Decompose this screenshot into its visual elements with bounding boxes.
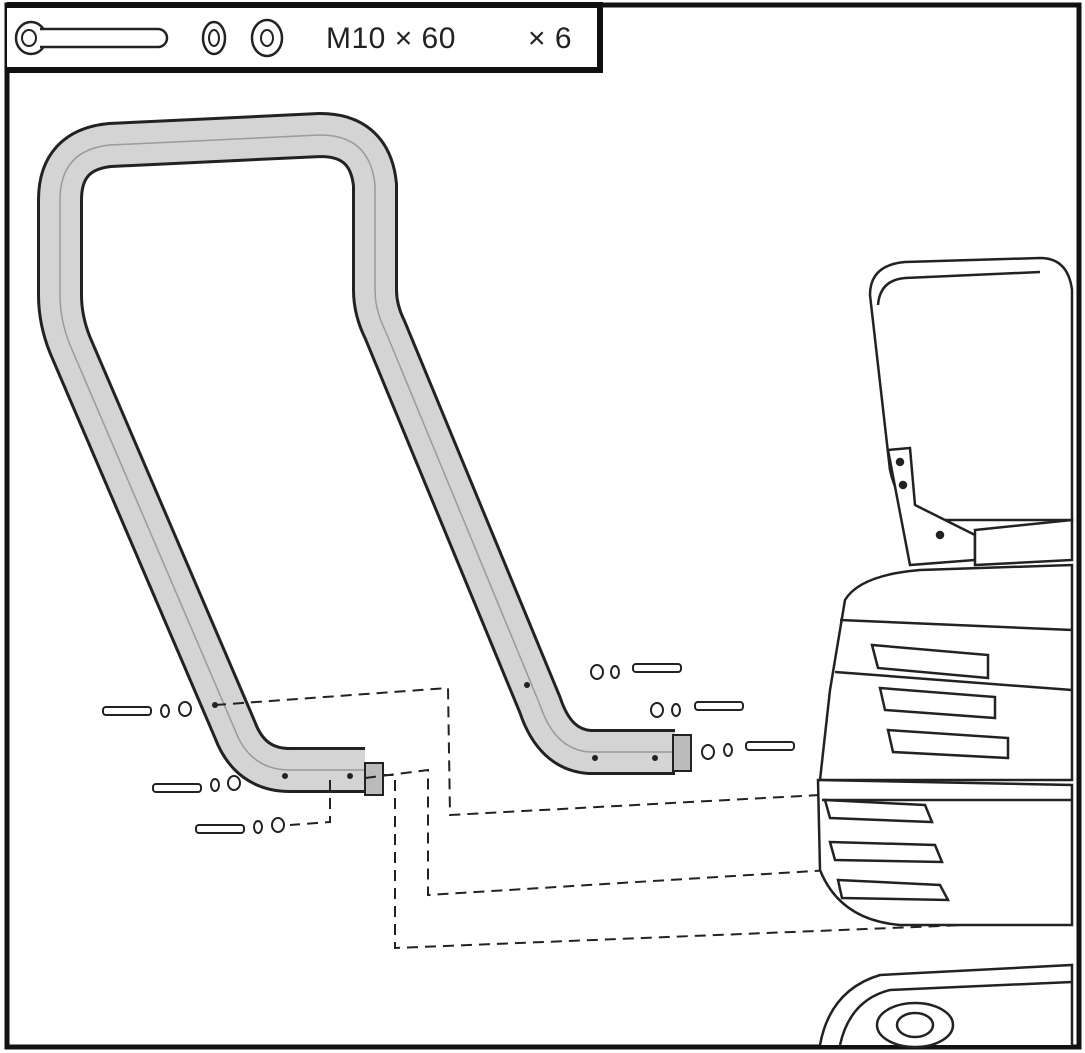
roll-bar-frame [37, 112, 692, 796]
machine-seat [868, 256, 1074, 567]
upper-vents [870, 643, 1010, 760]
spring-washer-icon [201, 20, 227, 56]
quantity-text: × 6 [528, 22, 572, 55]
bolt-icon [14, 20, 169, 56]
track [818, 963, 1074, 1049]
flat-washer-icon [250, 18, 284, 58]
machine-body [816, 563, 1074, 927]
bolt-spec-text: M10 × 60 [326, 22, 456, 55]
parts-box: M10 × 60 × 6 [7, 2, 603, 73]
fastener-set [102, 663, 795, 834]
left-end-cap [364, 762, 384, 796]
right-end-cap [672, 734, 692, 772]
lower-vents [823, 798, 951, 902]
